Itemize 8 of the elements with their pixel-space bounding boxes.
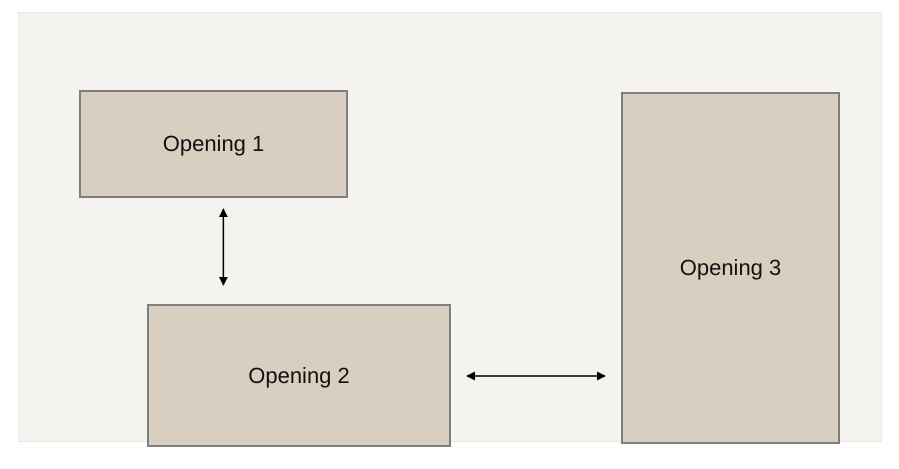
box-label: Opening 2 bbox=[248, 362, 350, 388]
box-label: Opening 1 bbox=[162, 131, 264, 157]
opening-box bbox=[147, 304, 451, 447]
double-arrow bbox=[218, 208, 228, 286]
box-label: Opening 3 bbox=[680, 255, 782, 281]
double-arrow bbox=[466, 372, 606, 380]
opening-box bbox=[621, 92, 840, 444]
opening-box bbox=[79, 90, 348, 198]
